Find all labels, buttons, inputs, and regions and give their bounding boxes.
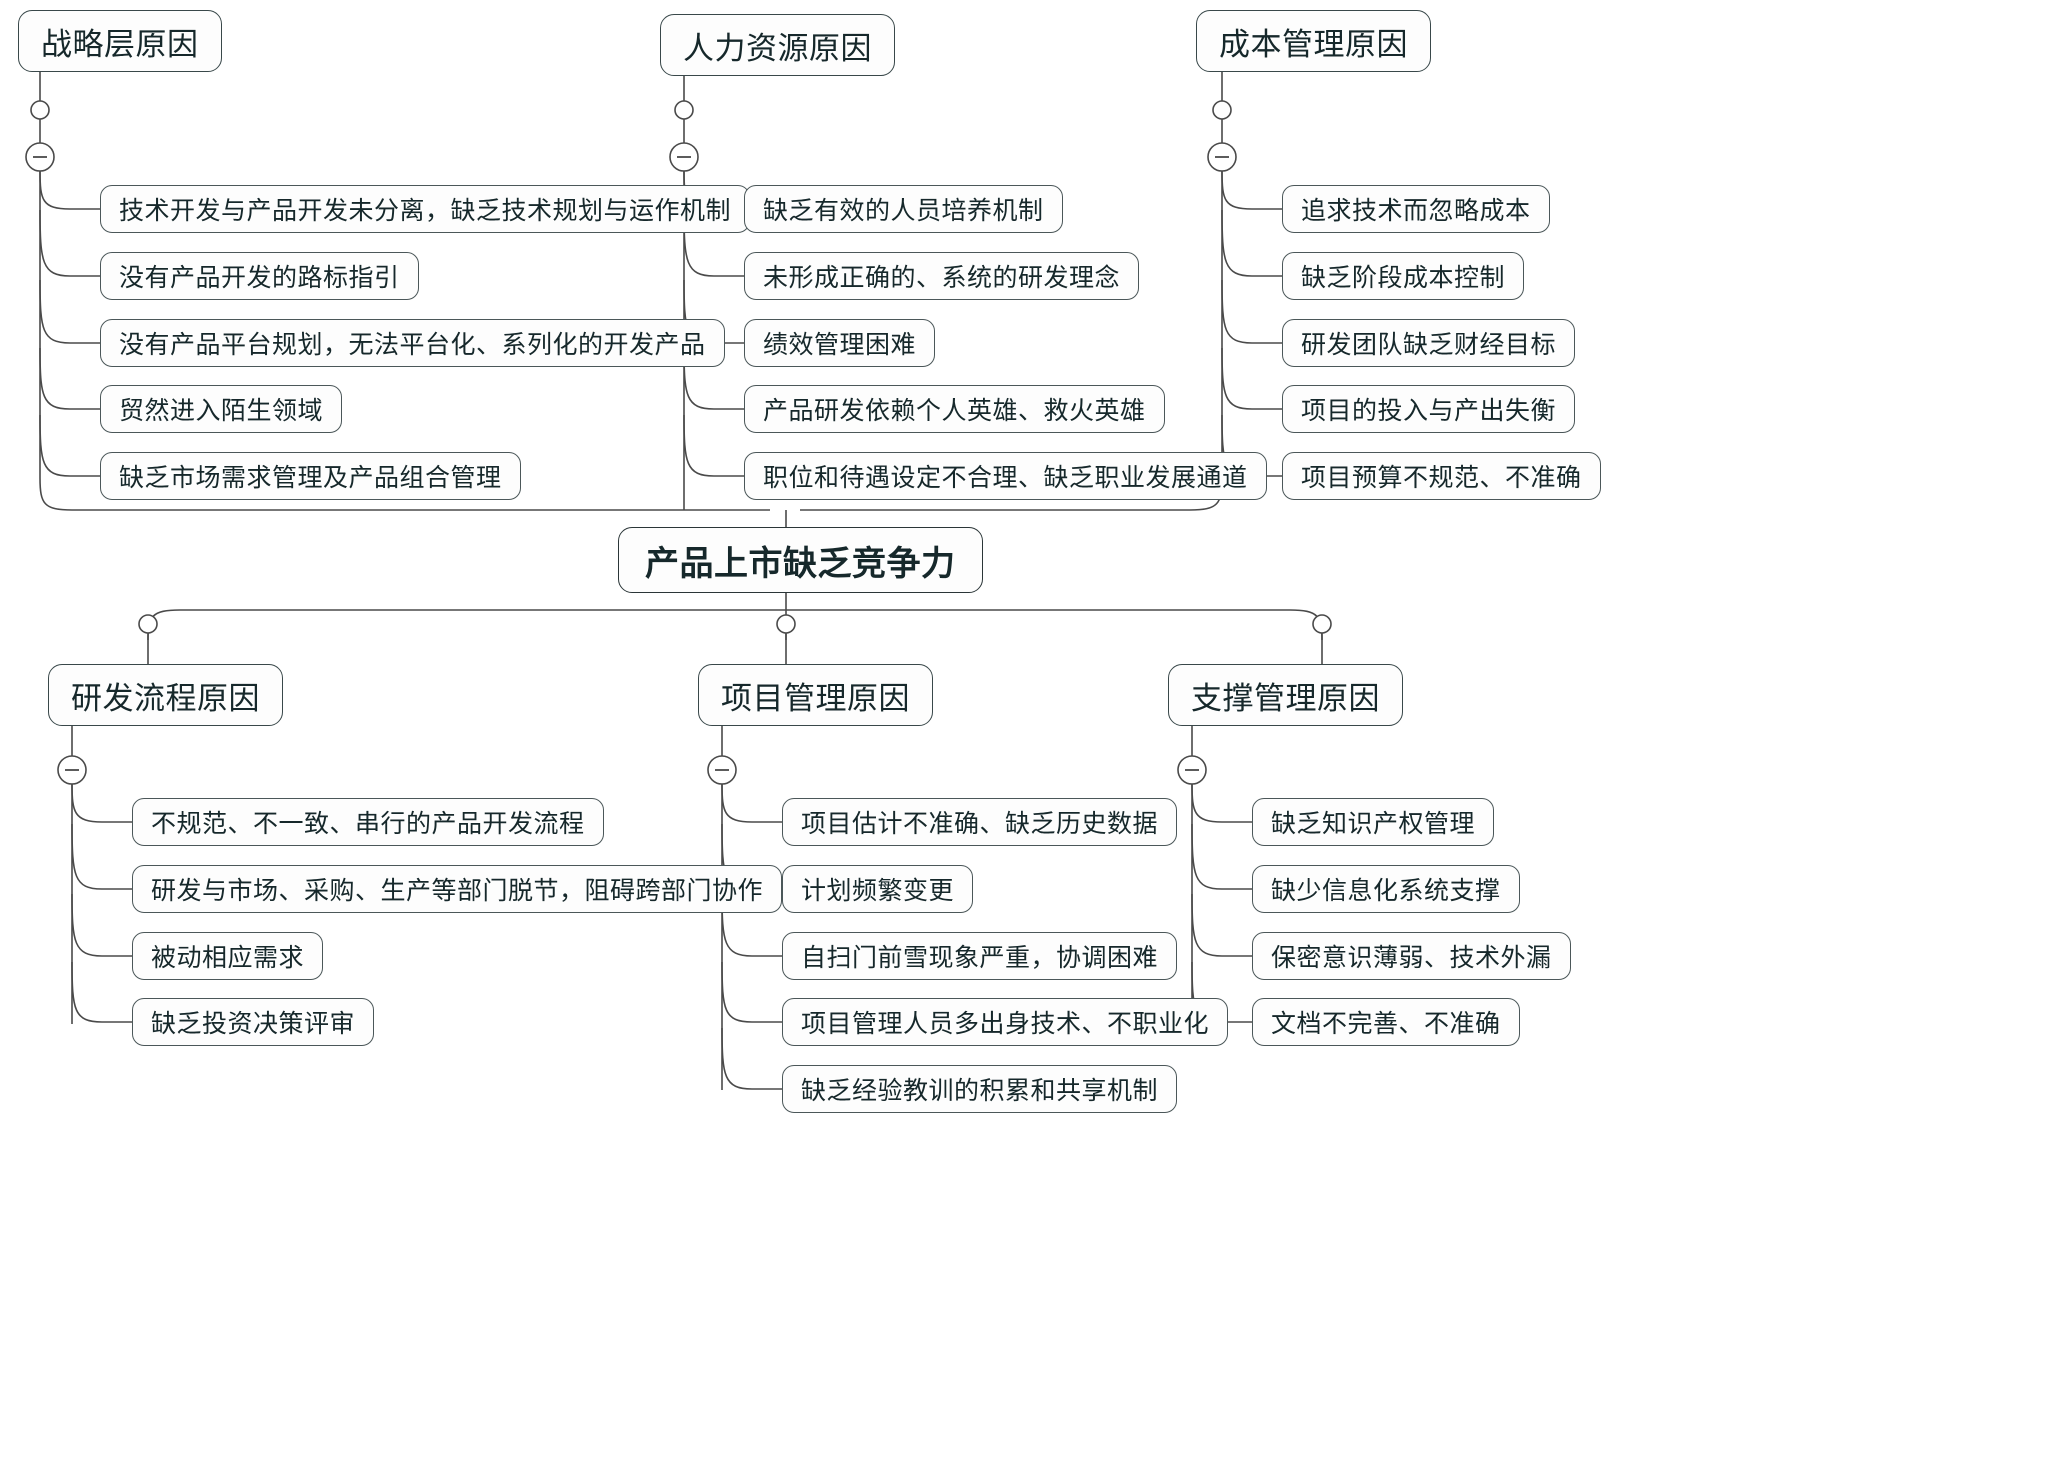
leaf-label: 项目预算不规范、不准确 [1301, 464, 1582, 492]
leaf-node[interactable]: 文档不完善、不准确 [1252, 998, 1520, 1046]
leaf-node[interactable]: 项目管理人员多出身技术、不职业化 [782, 998, 1229, 1046]
leaf-node[interactable]: 项目估计不准确、缺乏历史数据 [782, 798, 1178, 846]
branch-topic-hr[interactable]: 人力资源原因 [660, 14, 895, 76]
branch-topic-projectmgmt[interactable]: 项目管理原因 [698, 664, 933, 726]
leaf-label: 缺乏阶段成本控制 [1301, 264, 1506, 292]
leaf-node[interactable]: 项目的投入与产出失衡 [1282, 385, 1576, 433]
leaf-label: 技术开发与产品开发未分离，缺乏技术规划与运作机制 [119, 197, 732, 225]
leaf-node[interactable]: 绩效管理困难 [744, 319, 936, 367]
leaf-node[interactable]: 项目预算不规范、不准确 [1282, 452, 1601, 500]
leaf-label: 自扫门前雪现象严重，协调困难 [801, 944, 1159, 972]
leaf-node[interactable]: 研发团队缺乏财经目标 [1282, 319, 1576, 367]
leaf-node[interactable]: 缺乏知识产权管理 [1252, 798, 1495, 846]
leaf-label: 缺少信息化系统支撑 [1271, 877, 1501, 905]
center-node-label: 产品上市缺乏竞争力 [645, 544, 956, 583]
leaf-node[interactable]: 缺乏经验教训的积累和共享机制 [782, 1065, 1178, 1113]
leaf-node[interactable]: 未形成正确的、系统的研发理念 [744, 252, 1140, 300]
branch-topic-strategy[interactable]: 战略层原因 [18, 10, 222, 72]
leaf-node[interactable]: 贸然进入陌生领域 [100, 385, 343, 433]
branch-topic-support[interactable]: 支撑管理原因 [1168, 664, 1403, 726]
leaf-node[interactable]: 缺乏投资决策评审 [132, 998, 375, 1046]
leaf-label: 缺乏有效的人员培养机制 [763, 197, 1044, 225]
leaf-label: 职位和待遇设定不合理、缺乏职业发展通道 [763, 464, 1248, 492]
leaf-label: 未形成正确的、系统的研发理念 [763, 264, 1121, 292]
branch-topic-label: 人力资源原因 [683, 30, 872, 66]
leaf-node[interactable]: 职位和待遇设定不合理、缺乏职业发展通道 [744, 452, 1267, 500]
leaf-label: 项目的投入与产出失衡 [1301, 397, 1557, 425]
leaf-node[interactable]: 自扫门前雪现象严重，协调困难 [782, 932, 1178, 980]
leaf-node[interactable]: 保密意识薄弱、技术外漏 [1252, 932, 1571, 980]
branch-topic-label: 研发流程原因 [71, 680, 260, 716]
branch-topic-rdprocess[interactable]: 研发流程原因 [48, 664, 283, 726]
leaf-node[interactable]: 没有产品平台规划，无法平台化、系列化的开发产品 [100, 319, 725, 367]
branch-topic-label: 战略层原因 [41, 26, 199, 62]
leaf-label: 缺乏知识产权管理 [1271, 810, 1476, 838]
leaf-label: 贸然进入陌生领域 [119, 397, 324, 425]
leaf-label: 缺乏投资决策评审 [151, 1010, 356, 1038]
branch-topic-label: 支撑管理原因 [1191, 680, 1380, 716]
leaf-label: 文档不完善、不准确 [1271, 1010, 1501, 1038]
leaf-node[interactable]: 缺乏市场需求管理及产品组合管理 [100, 452, 521, 500]
leaf-label: 产品研发依赖个人英雄、救火英雄 [763, 397, 1146, 425]
branch-topic-label: 成本管理原因 [1219, 26, 1408, 62]
leaf-node[interactable]: 追求技术而忽略成本 [1282, 185, 1550, 233]
leaf-node[interactable]: 缺少信息化系统支撑 [1252, 865, 1520, 913]
leaf-label: 研发团队缺乏财经目标 [1301, 331, 1557, 359]
leaf-label: 项目管理人员多出身技术、不职业化 [801, 1010, 1210, 1038]
center-node[interactable]: 产品上市缺乏竞争力 [618, 527, 983, 593]
leaf-label: 追求技术而忽略成本 [1301, 197, 1531, 225]
leaf-node[interactable]: 缺乏阶段成本控制 [1282, 252, 1525, 300]
leaf-node[interactable]: 技术开发与产品开发未分离，缺乏技术规划与运作机制 [100, 185, 751, 233]
leaf-label: 不规范、不一致、串行的产品开发流程 [151, 810, 585, 838]
leaf-label: 没有产品开发的路标指引 [119, 264, 400, 292]
leaf-label: 缺乏经验教训的积累和共享机制 [801, 1077, 1159, 1105]
leaf-label: 保密意识薄弱、技术外漏 [1271, 944, 1552, 972]
leaf-node[interactable]: 计划频繁变更 [782, 865, 974, 913]
leaf-node[interactable]: 研发与市场、采购、生产等部门脱节，阻碍跨部门协作 [132, 865, 783, 913]
leaf-label: 缺乏市场需求管理及产品组合管理 [119, 464, 502, 492]
branch-topic-cost[interactable]: 成本管理原因 [1196, 10, 1431, 72]
leaf-label: 被动相应需求 [151, 944, 305, 972]
leaf-label: 计划频繁变更 [801, 877, 955, 905]
leaf-node[interactable]: 没有产品开发的路标指引 [100, 252, 419, 300]
branch-topic-label: 项目管理原因 [721, 680, 910, 716]
leaf-label: 绩效管理困难 [763, 331, 917, 359]
leaf-node[interactable]: 被动相应需求 [132, 932, 324, 980]
leaf-label: 项目估计不准确、缺乏历史数据 [801, 810, 1159, 838]
leaf-node[interactable]: 不规范、不一致、串行的产品开发流程 [132, 798, 604, 846]
leaf-node[interactable]: 产品研发依赖个人英雄、救火英雄 [744, 385, 1165, 433]
leaf-node[interactable]: 缺乏有效的人员培养机制 [744, 185, 1063, 233]
leaf-label: 研发与市场、采购、生产等部门脱节，阻碍跨部门协作 [151, 877, 764, 905]
leaf-label: 没有产品平台规划，无法平台化、系列化的开发产品 [119, 331, 706, 359]
